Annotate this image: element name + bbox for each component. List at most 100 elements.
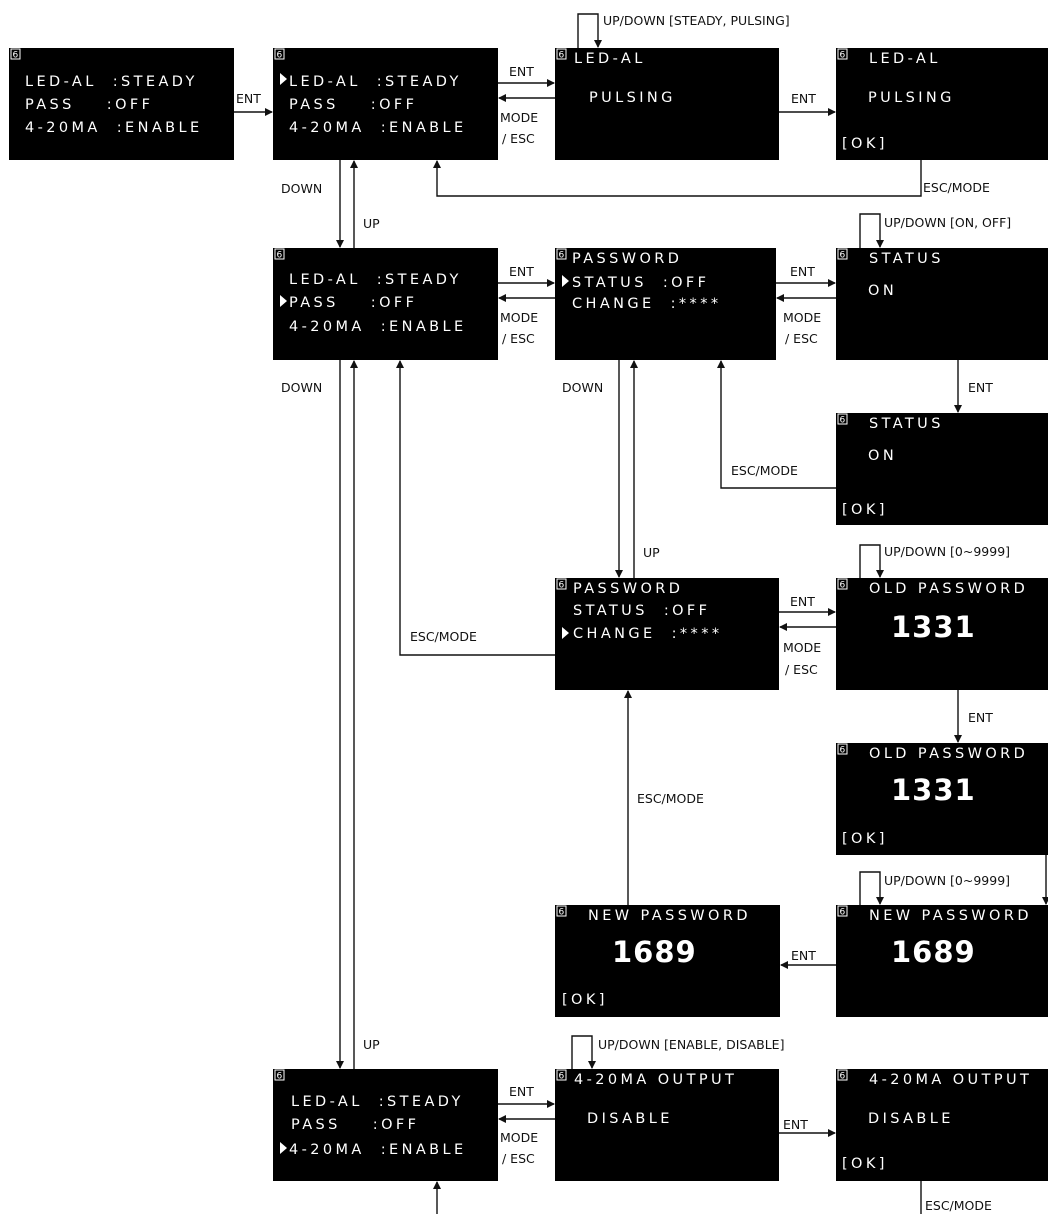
screen-title: OLD PASSWORD (869, 746, 1028, 762)
cursor-icon (280, 1142, 287, 1154)
screen-title: LED-AL (869, 51, 941, 67)
screen-led-edit: LED-AL PULSING (555, 48, 779, 160)
mode-label: MODE (500, 1130, 538, 1145)
down-label: DOWN (281, 380, 322, 395)
screen-title: 4-20MA OUTPUT (574, 1072, 737, 1088)
up-label: UP (363, 1037, 380, 1052)
cursor-icon (280, 73, 287, 85)
screen-line: STATUS :OFF (572, 275, 709, 291)
screen-new-password-edit: NEW PASSWORD 1689 (836, 905, 1048, 1017)
screen-password-change-selected: PASSWORD STATUS :OFF CHANGE :**** (555, 578, 779, 690)
screen-title: NEW PASSWORD (869, 908, 1032, 924)
esc-mode-label: ESC/MODE (731, 463, 798, 478)
esc-mode-label: ESC/MODE (925, 1198, 992, 1213)
screen-value: PULSING (589, 90, 676, 106)
updown-label: UP/DOWN [ON, OFF] (884, 215, 1011, 230)
screen-menu-420-selected: LED-AL :STEADY PASS :OFF 4-20MA :ENABLE (273, 1069, 498, 1181)
screen-ok: [OK] (842, 831, 888, 847)
screen-ok: [OK] (842, 502, 888, 518)
esc-label: / ESC (785, 662, 818, 677)
screen-line: PASS :OFF (289, 295, 417, 311)
screen-led-confirm: LED-AL PULSING [OK] (836, 48, 1048, 160)
screen-line: CHANGE :**** (573, 626, 723, 642)
arrow-esc-mode (717, 360, 836, 489)
screen-output-edit: 4-20MA OUTPUT DISABLE (555, 1069, 779, 1181)
screen-value: DISABLE (868, 1111, 954, 1127)
ent-label: ENT (509, 1084, 534, 1099)
screen-value: ON (868, 448, 897, 464)
updown-label: UP/DOWN [0~9999] (884, 544, 1010, 559)
cursor-icon (562, 627, 569, 639)
cursor-icon (562, 275, 569, 287)
screen-big-value: 1689 (891, 935, 976, 969)
screen-output-confirm: 4-20MA OUTPUT DISABLE [OK] (836, 1069, 1048, 1181)
ent-label: ENT (791, 948, 816, 963)
ent-label: ENT (968, 380, 993, 395)
esc-label: / ESC (502, 1151, 535, 1166)
mode-label: MODE (500, 310, 538, 325)
mode-label: MODE (783, 640, 821, 655)
screen-ok: [OK] (562, 992, 608, 1008)
screen-line: PASS :OFF (25, 97, 153, 113)
screen-value: DISABLE (587, 1111, 673, 1127)
esc-label: / ESC (502, 131, 535, 146)
arrow-esc-mode (396, 360, 555, 656)
arrow-updown-loop (571, 1035, 596, 1069)
ent-label: ENT (509, 64, 534, 79)
up-label: UP (363, 216, 380, 231)
screen-line: PASS :OFF (291, 1117, 419, 1133)
arrow-esc-mode (433, 160, 922, 197)
ent-label: ENT (790, 594, 815, 609)
mode-label: MODE (783, 310, 821, 325)
screen-menu-pass-selected: LED-AL :STEADY PASS :OFF 4-20MA :ENABLE (273, 248, 498, 360)
esc-label: / ESC (502, 331, 535, 346)
down-label: DOWN (281, 181, 322, 196)
screen-password-status-selected: PASSWORD STATUS :OFF CHANGE :**** (555, 248, 776, 360)
ent-label: ENT (783, 1117, 808, 1132)
screen-line: LED-AL :STEADY (25, 74, 198, 90)
ent-label: ENT (968, 710, 993, 725)
screen-status-edit: STATUS ON (836, 248, 1048, 360)
screen-line: LED-AL :STEADY (291, 1094, 464, 1110)
screen-main-initial: LED-AL :STEADY PASS :OFF 4-20MA :ENABLE (9, 48, 234, 160)
cursor-icon (280, 295, 287, 307)
screen-value: ON (868, 283, 897, 299)
screen-old-password-edit: OLD PASSWORD 1331 (836, 578, 1048, 690)
updown-label: UP/DOWN [ENABLE, DISABLE] (598, 1037, 784, 1052)
screen-big-value: 1331 (891, 773, 976, 807)
screen-ok: [OK] (842, 1156, 888, 1172)
screen-title: 4-20MA OUTPUT (869, 1072, 1032, 1088)
screen-line: LED-AL :STEADY (289, 74, 462, 90)
screen-status-confirm: STATUS ON [OK] (836, 413, 1048, 525)
screen-line: 4-20MA :ENABLE (289, 120, 467, 136)
screen-new-password-confirm: NEW PASSWORD 1689 [OK] (555, 905, 780, 1017)
esc-mode-label: ESC/MODE (923, 180, 990, 195)
updown-label: UP/DOWN [STEADY, PULSING] (603, 13, 790, 28)
screen-old-password-confirm: OLD PASSWORD 1331 [OK] (836, 743, 1048, 855)
screen-big-value: 1331 (891, 610, 976, 644)
arrow-updown-loop (577, 13, 602, 48)
esc-mode-label: ESC/MODE (637, 791, 704, 806)
screen-title: PASSWORD (572, 251, 682, 267)
screen-title: LED-AL (574, 51, 646, 67)
screen-title: STATUS (869, 251, 944, 267)
esc-label: / ESC (785, 331, 818, 346)
mode-label: MODE (500, 110, 538, 125)
screen-line: CHANGE :**** (572, 296, 722, 312)
screen-big-value: 1689 (612, 935, 697, 969)
screen-title: NEW PASSWORD (588, 908, 751, 924)
screen-line: PASS :OFF (289, 97, 417, 113)
screen-line: 4-20MA :ENABLE (289, 319, 467, 335)
ent-label: ENT (236, 91, 261, 106)
screen-ok: [OK] (842, 136, 888, 152)
ent-label: ENT (791, 91, 816, 106)
down-label: DOWN (562, 380, 603, 395)
screen-value: PULSING (868, 90, 955, 106)
ent-label: ENT (790, 264, 815, 279)
screen-line: LED-AL :STEADY (289, 272, 462, 288)
arrow-updown-loop (859, 213, 884, 248)
arrow-updown-loop (859, 544, 884, 578)
screen-line: 4-20MA :ENABLE (289, 1142, 467, 1158)
screen-line: STATUS :OFF (573, 603, 710, 619)
